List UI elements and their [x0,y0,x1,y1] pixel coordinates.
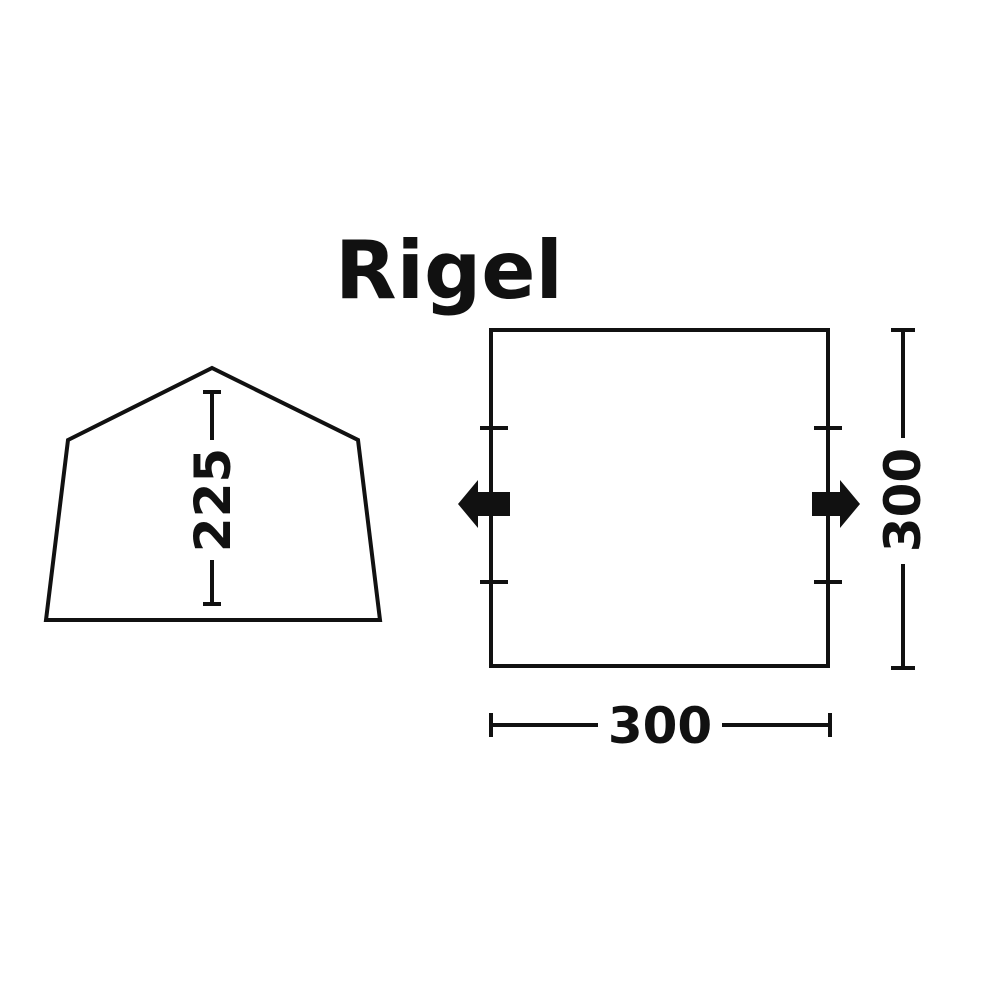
left-door [458,426,510,584]
width-label: 300 [608,697,712,755]
floor-plan: 300 300 [458,328,932,755]
width-dimension: 300 [489,697,832,755]
side-view: 225 [43,365,383,622]
left-door-arrow-icon [458,480,510,528]
diagram-title: Rigel [335,224,563,317]
height-label: 225 [184,448,242,552]
right-door-arrow-icon [812,480,860,528]
depth-label: 300 [874,448,932,552]
floor-plan-outline [489,328,830,668]
depth-dimension: 300 [874,328,932,670]
height-dimension: 225 [184,390,242,606]
tent-profile-outline [43,365,383,622]
right-door [812,426,860,584]
